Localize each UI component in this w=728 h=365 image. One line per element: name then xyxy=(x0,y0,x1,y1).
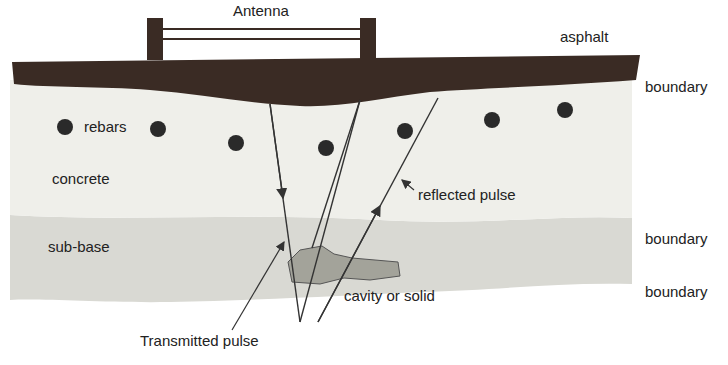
sub-base-layer xyxy=(10,215,632,302)
signal-label: Transmitted pulse xyxy=(140,332,259,349)
antenna xyxy=(147,18,376,60)
signal-label: reflected pulse xyxy=(418,186,516,203)
pulse-paths xyxy=(270,98,438,322)
layer-label: concrete xyxy=(52,170,110,187)
part-label: Antenna xyxy=(233,2,289,19)
cavity-shape xyxy=(288,246,400,284)
layer-label: asphalt xyxy=(560,28,608,45)
asphalt-layer xyxy=(12,55,640,106)
leader-lines xyxy=(232,180,414,330)
rebars xyxy=(57,102,573,156)
part-label: rebars xyxy=(84,118,127,135)
part-label: cavity or solid xyxy=(344,287,435,304)
boundary-label: boundary xyxy=(645,283,708,300)
boundary-label: boundary xyxy=(645,230,708,247)
layer-label: sub-base xyxy=(48,238,110,255)
boundary-label: boundary xyxy=(645,78,708,95)
